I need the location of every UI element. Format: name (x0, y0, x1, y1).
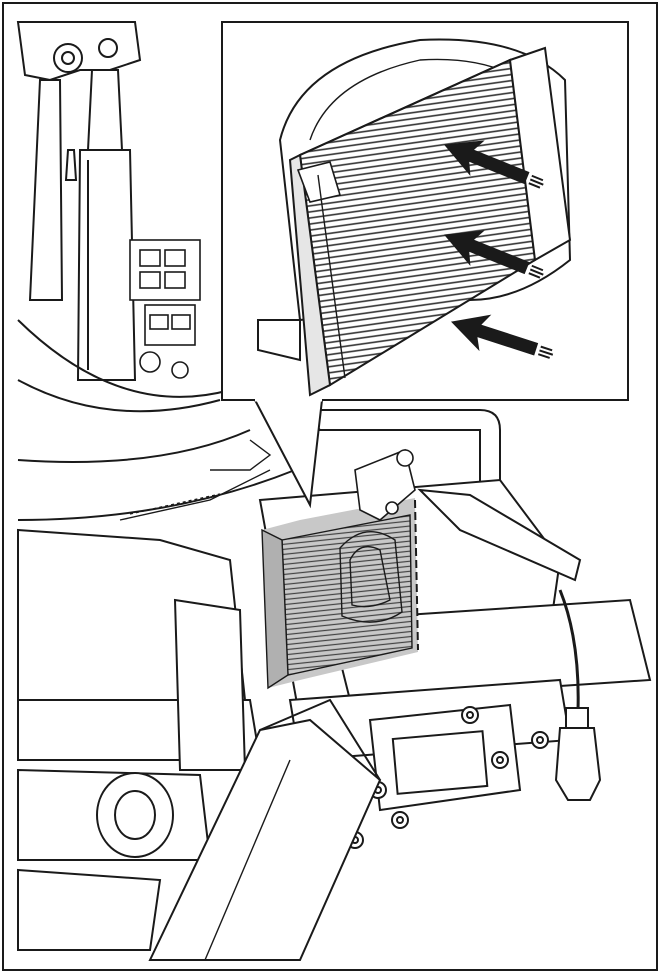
callout-inset (221, 21, 629, 509)
airflow-arrows (444, 140, 554, 359)
arrow-icon (444, 140, 544, 189)
turntable (17, 319, 296, 521)
boom-arm (148, 698, 382, 961)
cable-connector (554, 589, 602, 801)
hydraulic-cylinder (16, 21, 142, 381)
arrow-icon (450, 314, 554, 359)
cooler-location-highlight (261, 448, 419, 690)
arrow-icon (444, 230, 544, 279)
oil-cooler-core (288, 46, 572, 397)
valve-block (129, 239, 201, 379)
machine-body (17, 528, 262, 951)
